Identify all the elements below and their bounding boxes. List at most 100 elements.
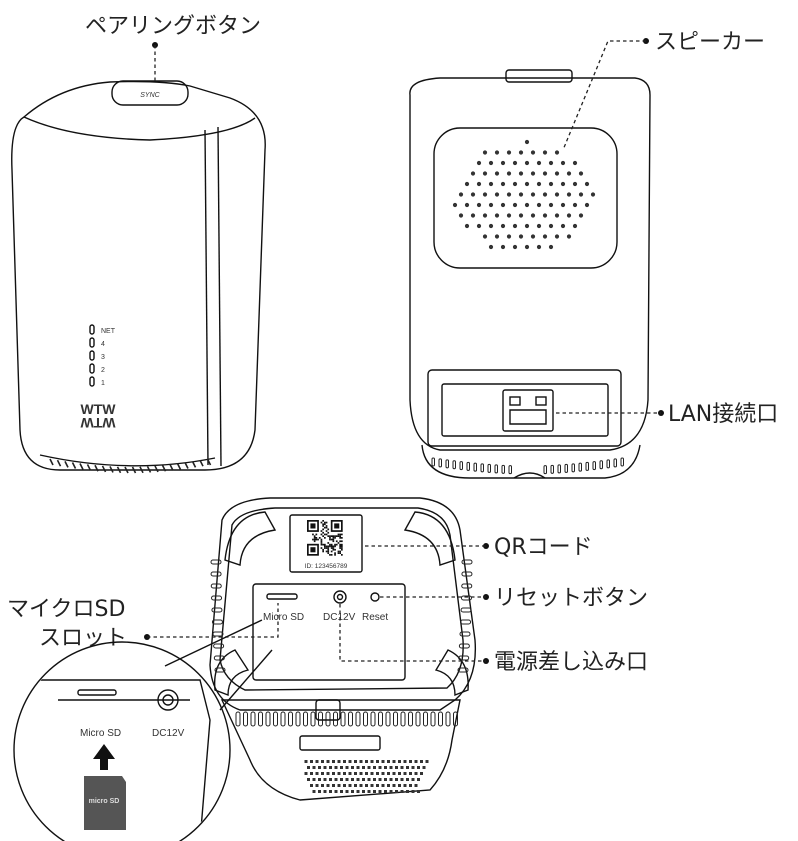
speaker-hole [572, 181, 578, 187]
qr-module [320, 538, 323, 541]
grille-hole [411, 766, 415, 769]
port-panel [252, 583, 406, 681]
grille-hole [387, 772, 390, 775]
speaker-hole [590, 192, 596, 197]
vent-slot [438, 458, 442, 468]
qr-module [330, 543, 333, 546]
speaker-hole [530, 171, 536, 176]
speaker-hole [572, 202, 578, 208]
grille-hole [365, 760, 368, 763]
speaker-hole [494, 234, 500, 239]
speaker-hole [524, 244, 530, 250]
lan-port[interactable] [502, 389, 554, 432]
grille-hole [337, 784, 341, 787]
qr-module [334, 548, 336, 551]
vent-slot [460, 607, 472, 613]
grille-hole [392, 772, 396, 775]
grille-hole [348, 772, 352, 775]
qr-module [332, 548, 335, 551]
speaker-hole [476, 223, 482, 229]
vent-slot [487, 463, 491, 473]
vent-slot [184, 462, 189, 469]
speaker-hole [518, 213, 524, 218]
vent-slot [501, 464, 505, 474]
qr-module [329, 545, 331, 548]
vent-slot [571, 463, 575, 473]
speaker-hole [488, 202, 494, 208]
microsd-slot[interactable] [266, 593, 298, 600]
vent-slot [613, 458, 617, 468]
speaker-hole [482, 234, 488, 239]
vent-slot [461, 583, 473, 589]
qr-module [341, 554, 343, 556]
vent-slot [592, 461, 596, 471]
grille-hole [343, 784, 346, 787]
vent-slot [459, 461, 463, 471]
speaker-hole [482, 192, 488, 197]
qr-module [334, 554, 336, 556]
grille-hole [362, 766, 365, 769]
grille-hole [370, 772, 374, 775]
qr-module [327, 547, 330, 549]
led-label-4: 4 [101, 341, 105, 348]
speaker-hole [524, 181, 530, 187]
speaker-hole [470, 171, 476, 176]
vent-slot [620, 457, 624, 467]
vent-slot [265, 711, 271, 727]
speaker-hole [452, 202, 458, 208]
speaker-hole [554, 213, 560, 218]
qr-module [332, 535, 335, 537]
qr-module [327, 552, 330, 554]
vent-slot [303, 711, 308, 727]
grille-hole [334, 790, 338, 793]
vent-slot [557, 464, 561, 474]
speaker-hole [512, 181, 518, 187]
port-label-dc: DC12V [323, 612, 356, 623]
grille-hole [403, 760, 407, 763]
port-label-microsd: Micro SD [263, 612, 304, 623]
grille-hole [354, 772, 357, 775]
qr-module [327, 535, 330, 537]
speaker-hole [482, 213, 488, 218]
vent-slot [599, 460, 603, 470]
pairing-button-label: ペアリングボタン [85, 14, 261, 39]
speaker-hole [506, 234, 512, 239]
grille-hole [398, 760, 401, 763]
grille-hole [370, 760, 374, 763]
grille-hole [398, 772, 401, 775]
vent-slot [154, 465, 159, 473]
sync-button[interactable]: SYNC [111, 80, 189, 106]
grille-hole [414, 772, 418, 775]
qr-module [325, 545, 328, 548]
led-label-2: 2 [101, 367, 105, 374]
grille-hole [373, 790, 376, 793]
qr-module [322, 535, 324, 537]
speaker-hole [542, 171, 548, 176]
qr-module [327, 542, 330, 544]
vent-slot [139, 466, 144, 474]
speaker-hole [542, 150, 548, 155]
grille-hole [378, 778, 382, 781]
speaker-hole [506, 213, 512, 218]
speaker-hole [566, 192, 572, 197]
qr-module [332, 547, 335, 549]
qr-module [324, 537, 326, 539]
speaker-hole [584, 181, 590, 187]
vent-slot [211, 595, 223, 601]
grille-hole [389, 766, 393, 769]
speaker-hole [560, 181, 566, 187]
vent-slot [210, 559, 222, 565]
speaker-hole [494, 171, 500, 176]
vent-slot [116, 466, 122, 474]
port-label-reset: Reset [362, 612, 388, 623]
qr-module [325, 533, 328, 536]
speaker-hole [500, 202, 506, 208]
reset-hole[interactable] [370, 592, 380, 602]
vent-slot [258, 711, 263, 727]
vent-slot [473, 462, 477, 472]
vent-slot [206, 458, 212, 466]
dc-jack[interactable] [333, 590, 347, 604]
front-view: SYNC NET 4 3 2 1 WTW WTW [11, 80, 266, 474]
speaker-hole [542, 213, 548, 218]
